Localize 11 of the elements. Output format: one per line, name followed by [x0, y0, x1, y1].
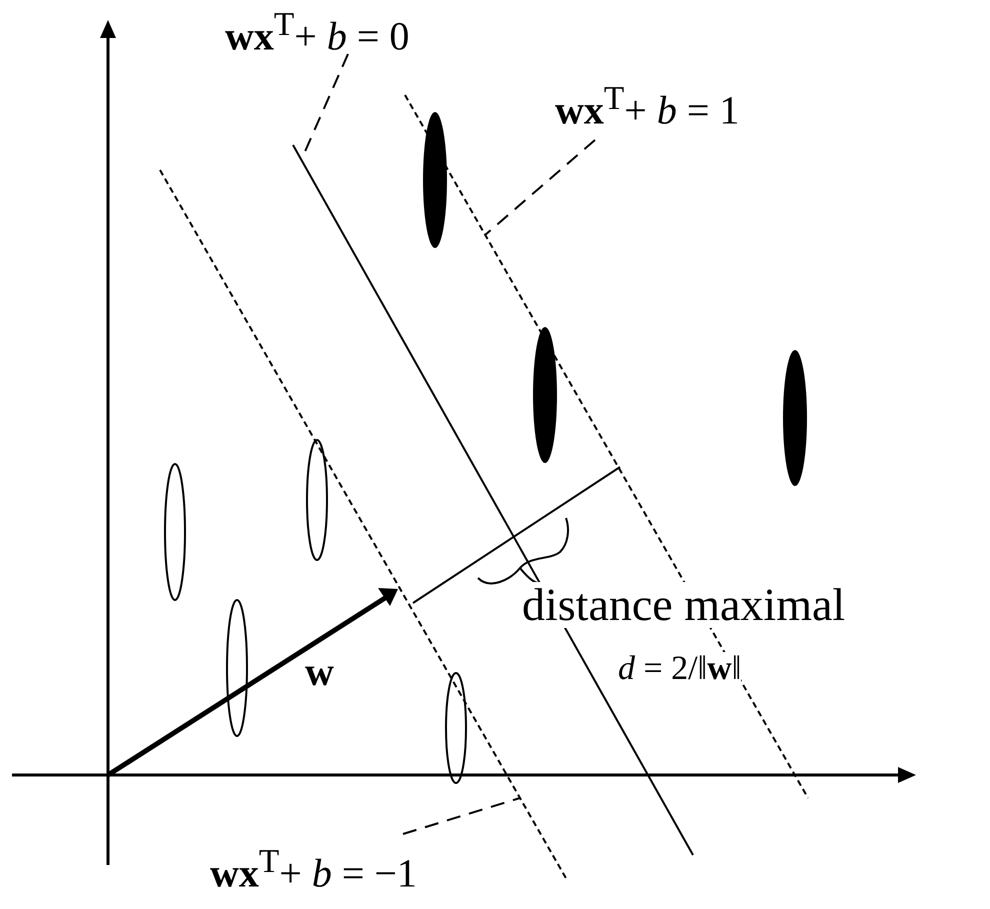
equation-label: wx$^{T}$+ b = 1	[555, 82, 740, 130]
data-point	[533, 327, 557, 463]
leader-line	[402, 797, 520, 835]
annotation-text: distance maximal	[522, 582, 846, 628]
leader-line	[484, 139, 596, 236]
vector-label: w	[305, 652, 334, 692]
equation-label: wx$^{T}$+ b = 0	[225, 8, 410, 56]
data-point	[306, 439, 328, 561]
data-point	[445, 672, 467, 784]
leader-line	[300, 54, 349, 160]
equation-label: wx$^{T}$+ b = −1	[210, 845, 417, 894]
